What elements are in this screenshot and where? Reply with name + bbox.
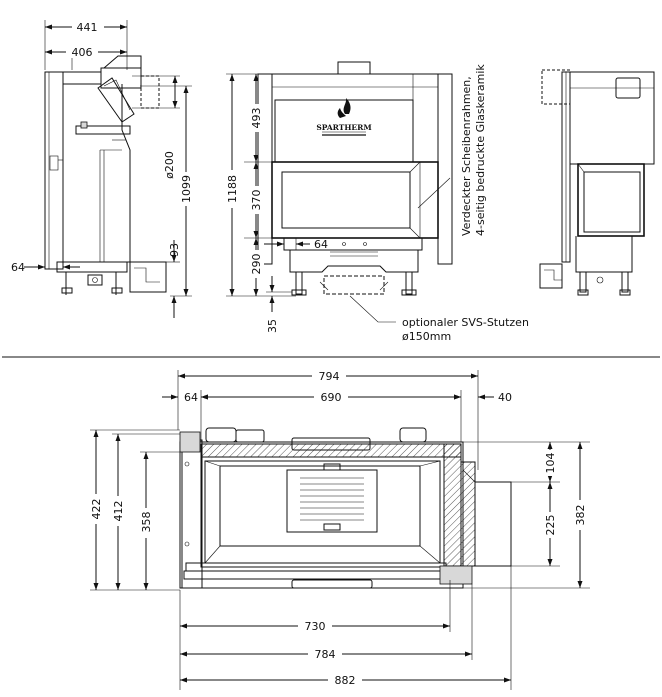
- dim-side-64: 64: [11, 261, 25, 274]
- dim-plan-382: 382: [574, 505, 587, 526]
- svs-note-line2: ø150mm: [402, 330, 451, 343]
- dim-front-370: 370: [250, 190, 263, 211]
- note-frame-line1: Verdeckter Scheibenrahmen,: [460, 76, 473, 236]
- dim-plan-730: 730: [305, 620, 326, 633]
- dim-plan-412: 412: [112, 501, 125, 522]
- dim-plan-40: 40: [498, 391, 512, 404]
- dim-front-493: 493: [250, 108, 263, 129]
- dim-plan-358: 358: [140, 512, 153, 533]
- dim-front-1188: 1188: [226, 175, 239, 203]
- dim-side-406: 406: [72, 46, 93, 59]
- note-frame-line2: 4-seitig bedruckte Glaskeramik: [474, 64, 487, 236]
- svs-note-line1: optionaler SVS-Stutzen: [402, 316, 529, 329]
- dim-plan-784: 784: [315, 648, 336, 661]
- front-brand-text: SPARTHERM: [316, 123, 371, 132]
- plan-view: 794 64 690 40: [88, 369, 590, 690]
- dim-plan-422: 422: [90, 499, 103, 520]
- dim-plan-104: 104: [544, 453, 557, 474]
- dim-front-35: 35: [266, 319, 279, 333]
- dim-side-441: 441: [77, 21, 98, 34]
- side-view-right: [539, 69, 655, 296]
- dim-front-290: 290: [250, 254, 263, 275]
- spartherm-logo: SPARTHERM: [316, 98, 372, 136]
- dim-side-1099: 1099: [180, 175, 193, 203]
- dim-plan-794: 794: [319, 370, 340, 383]
- dim-side-93: 93: [168, 243, 181, 257]
- dim-side-d200: ø200: [163, 151, 176, 179]
- dim-plan-225: 225: [544, 515, 557, 536]
- side-view-left: 441 406 ø200: [11, 19, 194, 318]
- dim-front-64: 64: [314, 238, 328, 251]
- front-view: SPARTHERM 1188: [224, 61, 529, 343]
- dim-plan-64: 64: [184, 391, 198, 404]
- dim-plan-882: 882: [335, 674, 356, 687]
- dim-plan-690: 690: [321, 391, 342, 404]
